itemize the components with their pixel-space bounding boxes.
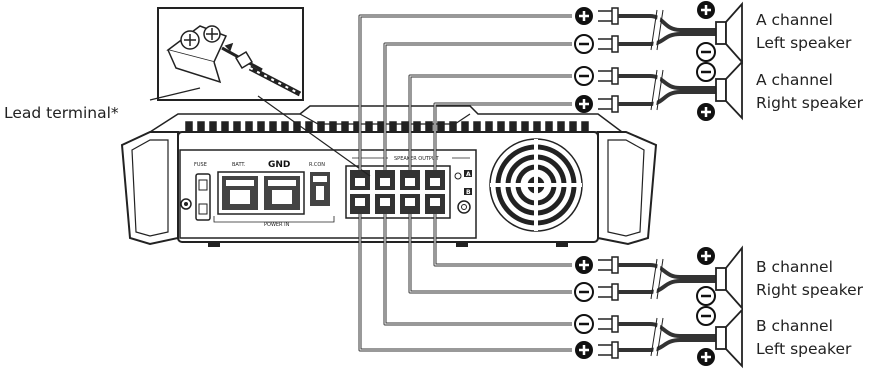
gnd-label: GND xyxy=(268,160,290,170)
plus-icon xyxy=(575,256,593,274)
power-terminal-block xyxy=(217,171,305,215)
speaker-a-right xyxy=(696,59,743,121)
speaker-label-a-right-line2: Right speaker xyxy=(756,94,864,112)
adjust-knob-icon xyxy=(457,200,471,214)
speaker-label-a-right-line1: A channel xyxy=(756,71,833,89)
speaker-label-b-left-line1: B channel xyxy=(756,317,833,335)
speaker-icon xyxy=(715,59,743,121)
cooling-fan-icon xyxy=(489,138,583,232)
speaker-a-left xyxy=(696,1,743,65)
marker-b: B xyxy=(466,189,471,196)
speaker-icon xyxy=(715,1,743,65)
connector-plugs xyxy=(598,7,619,359)
speaker-output-label: SPEAKER OUTPUT xyxy=(394,156,440,162)
speaker-label-a-left-line2: Left speaker xyxy=(756,34,852,52)
speaker-cables xyxy=(618,14,716,352)
speaker-label-b-right-line2: Right speaker xyxy=(756,281,864,299)
ground-screw-icon xyxy=(180,198,192,210)
lead-terminal-pointer xyxy=(149,87,371,177)
speaker-b-right xyxy=(696,245,743,311)
lead-terminal-inset xyxy=(157,7,304,101)
speaker-b-left xyxy=(696,306,743,369)
power-in-label: POWER IN xyxy=(264,222,290,228)
batt-label: BATT. xyxy=(232,162,246,168)
speaker-icon xyxy=(715,245,743,311)
speaker-icon xyxy=(715,307,743,369)
wire-end-markers xyxy=(574,7,594,359)
lead-terminal-label: Lead terminal* xyxy=(4,104,119,122)
remote-terminal xyxy=(310,172,330,206)
remote-label: R.CON xyxy=(309,162,325,168)
minus-icon xyxy=(574,66,594,86)
right-end-cap xyxy=(597,131,658,246)
speaker-label-b-left-line2: Left speaker xyxy=(756,340,852,358)
minus-icon xyxy=(574,314,594,334)
fuse-label: FUSE xyxy=(194,162,207,168)
fuse-holder xyxy=(195,173,211,221)
plus-icon xyxy=(575,341,593,359)
amplifier: FUSE BATT. GND R.CON POWER IN xyxy=(120,105,658,247)
marker-a: A xyxy=(466,171,471,178)
speaker-label-a-left-line1: A channel xyxy=(756,11,833,29)
plus-icon xyxy=(575,7,593,25)
speaker-output-terminals xyxy=(345,165,451,219)
minus-icon xyxy=(574,34,594,54)
plus-icon xyxy=(575,95,593,113)
minus-icon xyxy=(574,282,594,302)
speaker-label-b-right-line1: B channel xyxy=(756,258,833,276)
left-end-cap xyxy=(120,131,179,246)
